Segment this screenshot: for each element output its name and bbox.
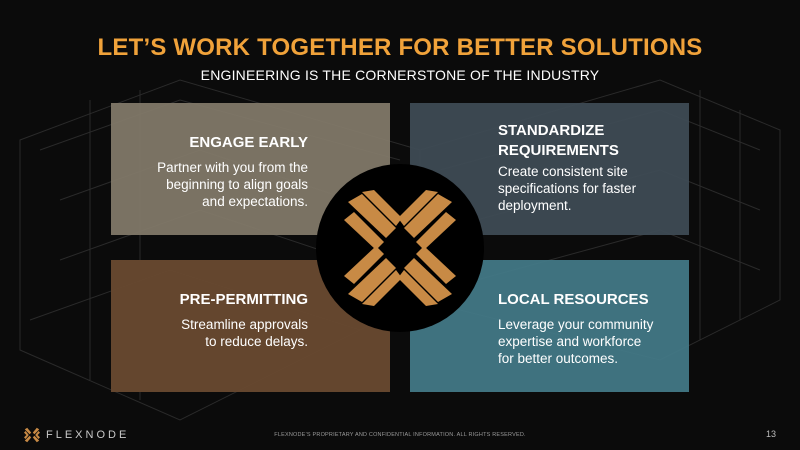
description-line: expertise and workforce <box>498 334 642 349</box>
quadrant-heading: PRE-PERMITTING <box>179 291 308 308</box>
quadrant-description: Partner with you from the beginning to a… <box>111 159 308 210</box>
quadrant-description: Create consistent site specifications fo… <box>498 163 689 214</box>
description-line: specifications for faster <box>498 181 637 196</box>
quadrant-heading: STANDARDIZE REQUIREMENTS <box>498 121 689 161</box>
flexnode-x-logo-icon <box>344 190 456 306</box>
description-line: Leverage your community <box>498 317 654 332</box>
quadrant-engage-early: ENGAGE EARLY Partner with you from the b… <box>111 103 390 235</box>
quadrant-heading: ENGAGE EARLY <box>189 134 308 151</box>
quadrant-heading: LOCAL RESOURCES <box>498 291 649 308</box>
description-line: for better outcomes. <box>498 351 619 366</box>
description-line: and expectations. <box>202 194 308 209</box>
quadrant-description: Leverage your community expertise and wo… <box>498 316 689 367</box>
quadrant-description: Streamline approvals to reduce delays. <box>111 316 308 350</box>
description-line: deployment. <box>498 198 572 213</box>
description-line: beginning to align goals <box>166 177 308 192</box>
heading-line: REQUIREMENTS <box>498 142 619 159</box>
confidentiality-note: FLEXNODE’S PROPRIETARY AND CONFIDENTIAL … <box>274 432 526 438</box>
footer-brand-name: FLEXNODE <box>46 429 130 441</box>
description-line: Streamline approvals <box>181 317 308 332</box>
flexnode-x-logo-icon <box>24 427 40 443</box>
description-line: Create consistent site <box>498 164 628 179</box>
footer-logo: FLEXNODE <box>24 427 129 443</box>
slide-subtitle: ENGINEERING IS THE CORNERSTONE OF THE IN… <box>200 67 600 83</box>
slide-title: LET’S WORK TOGETHER FOR BETTER SOLUTIONS <box>97 34 703 61</box>
description-line: Partner with you from the <box>157 160 308 175</box>
page-number: 13 <box>765 429 776 439</box>
heading-line: STANDARDIZE <box>498 122 605 139</box>
description-line: to reduce delays. <box>205 334 308 349</box>
